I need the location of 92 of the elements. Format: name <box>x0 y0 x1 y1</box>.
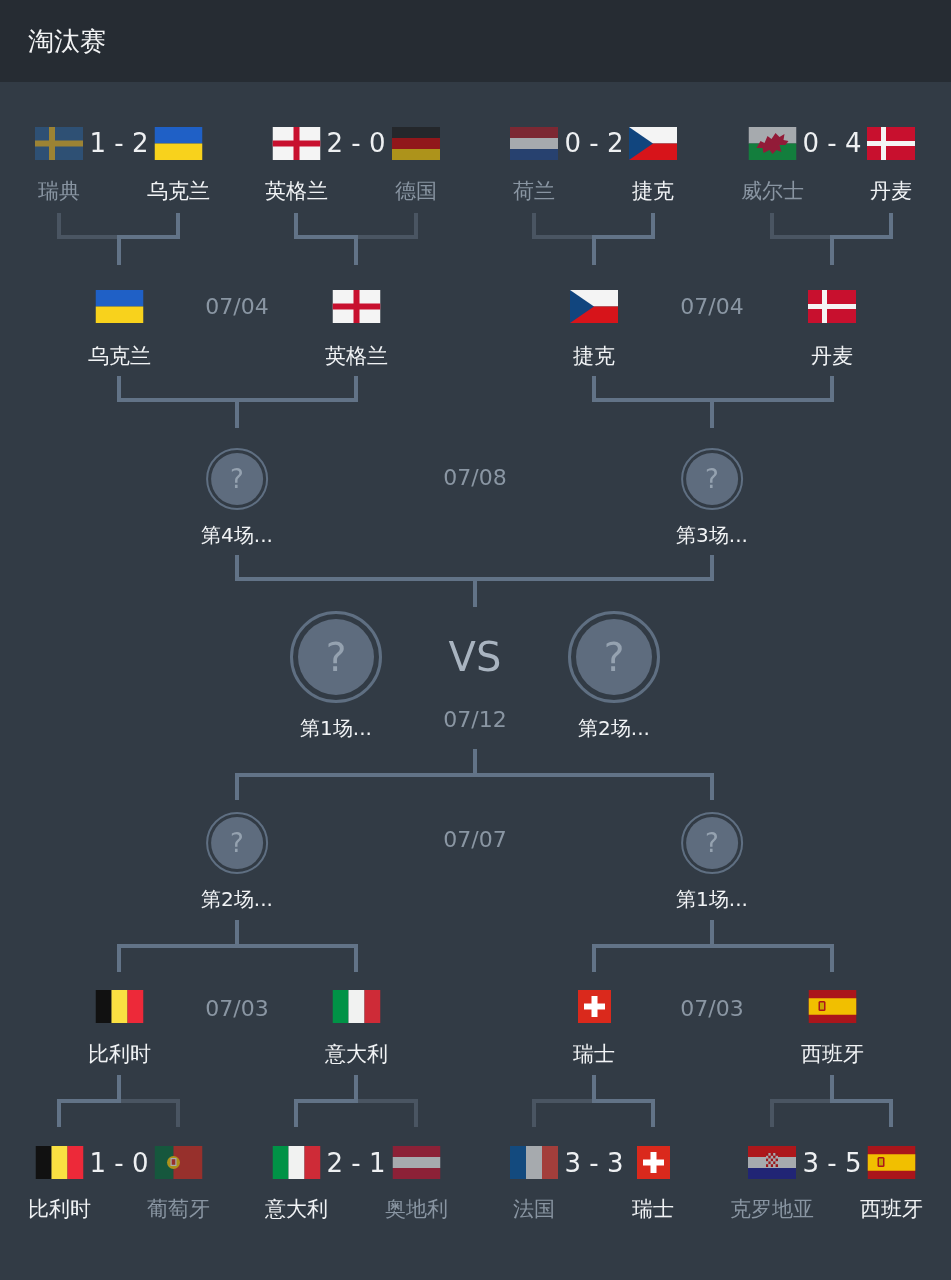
match-caption: 第1场... <box>300 715 372 741</box>
match-caption: 第1场... <box>676 886 748 912</box>
match-caption: 第2场... <box>201 886 273 912</box>
bracket-line <box>354 235 358 265</box>
bracket-line <box>473 749 477 777</box>
bracket-line <box>830 1075 834 1103</box>
match-date: 07/08 <box>443 465 507 491</box>
team-name: 英格兰 <box>324 343 388 369</box>
match-date: 07/04 <box>205 294 269 320</box>
team-name: 乌克兰 <box>87 343 151 369</box>
bracket-line <box>117 1075 121 1103</box>
placeholder-circle: ? <box>290 611 382 703</box>
team-name: 威尔士 <box>740 178 804 204</box>
match-date: 07/03 <box>205 996 269 1022</box>
score: 3 - 3 <box>564 1148 624 1178</box>
placeholder-circle: ? <box>681 448 743 510</box>
match-date: 07/12 <box>443 707 507 733</box>
bracket-line <box>237 376 358 402</box>
score: 0 - 2 <box>564 128 624 158</box>
team-name: 德国 <box>395 178 437 204</box>
placeholder-circle: ? <box>568 611 660 703</box>
match-date: 07/04 <box>680 294 744 320</box>
bracket-line <box>830 235 834 265</box>
match-caption: 第2场... <box>578 715 650 741</box>
team-name: 荷兰 <box>513 178 555 204</box>
bracket-line <box>712 944 834 972</box>
bracket-line <box>594 213 655 239</box>
bracket-line <box>710 920 714 948</box>
bracket-line <box>594 1099 655 1127</box>
score: 1 - 2 <box>89 128 149 158</box>
team-name: 丹麦 <box>811 343 853 369</box>
team-name: 比利时 <box>27 1196 91 1222</box>
placeholder-circle: ? <box>206 448 268 510</box>
bracket-line <box>770 1099 832 1127</box>
bracket-line <box>235 555 475 581</box>
team-name: 捷克 <box>573 343 615 369</box>
team-name: 克罗地亚 <box>730 1196 814 1222</box>
match-date: 07/03 <box>680 996 744 1022</box>
bracket-line <box>117 376 237 402</box>
bracket-line <box>532 213 594 239</box>
match-caption: 第3场... <box>676 522 748 548</box>
bracket-line <box>356 213 418 239</box>
team-name: 乌克兰 <box>146 178 210 204</box>
bracket-line <box>294 1099 356 1127</box>
match-date: 07/07 <box>443 827 507 853</box>
bracket-line <box>117 235 121 265</box>
team-name: 西班牙 <box>800 1041 864 1067</box>
bracket-line <box>532 1099 594 1127</box>
team-name: 瑞士 <box>573 1041 615 1067</box>
bracket-line <box>592 944 712 972</box>
score: 1 - 0 <box>89 1148 149 1178</box>
team-name: 意大利 <box>264 1196 328 1222</box>
bracket-line <box>294 213 356 239</box>
team-name: 丹麦 <box>870 178 912 204</box>
bracket-line <box>592 1075 596 1103</box>
placeholder-circle: ? <box>206 812 268 874</box>
match-caption: 第4场... <box>201 522 273 548</box>
versus-label: VS <box>448 633 502 681</box>
team-name: 意大利 <box>324 1041 388 1067</box>
bracket-line <box>237 944 358 972</box>
bracket-line <box>592 235 596 265</box>
bracket-line <box>475 555 714 581</box>
bracket-line <box>235 773 475 800</box>
score: 2 - 1 <box>326 1148 386 1178</box>
bracket-line <box>832 1099 893 1127</box>
bracket-line <box>119 213 180 239</box>
team-name: 西班牙 <box>859 1196 923 1222</box>
team-name: 瑞士 <box>632 1196 674 1222</box>
bracket-line <box>235 920 239 948</box>
team-name: 法国 <box>513 1196 555 1222</box>
team-name: 比利时 <box>87 1041 151 1067</box>
team-name: 英格兰 <box>264 178 328 204</box>
team-name: 捷克 <box>632 178 674 204</box>
team-name: 奥地利 <box>384 1196 448 1222</box>
team-name: 葡萄牙 <box>146 1196 210 1222</box>
bracket-line <box>57 213 119 239</box>
score: 2 - 0 <box>326 128 386 158</box>
bracket-line <box>117 944 237 972</box>
bracket-line <box>354 1075 358 1103</box>
placeholder-circle: ? <box>681 812 743 874</box>
score: 3 - 5 <box>802 1148 862 1178</box>
bracket-line <box>832 213 893 239</box>
bracket-line <box>712 376 834 402</box>
page-title: 淘汰赛 <box>28 25 106 58</box>
score: 0 - 4 <box>802 128 862 158</box>
bracket-line <box>119 1099 180 1127</box>
team-name: 瑞典 <box>38 178 80 204</box>
bracket-line <box>475 773 714 800</box>
bracket-line <box>592 376 712 402</box>
bracket-line <box>770 213 832 239</box>
bracket-line <box>356 1099 418 1127</box>
bracket-line <box>57 1099 119 1127</box>
